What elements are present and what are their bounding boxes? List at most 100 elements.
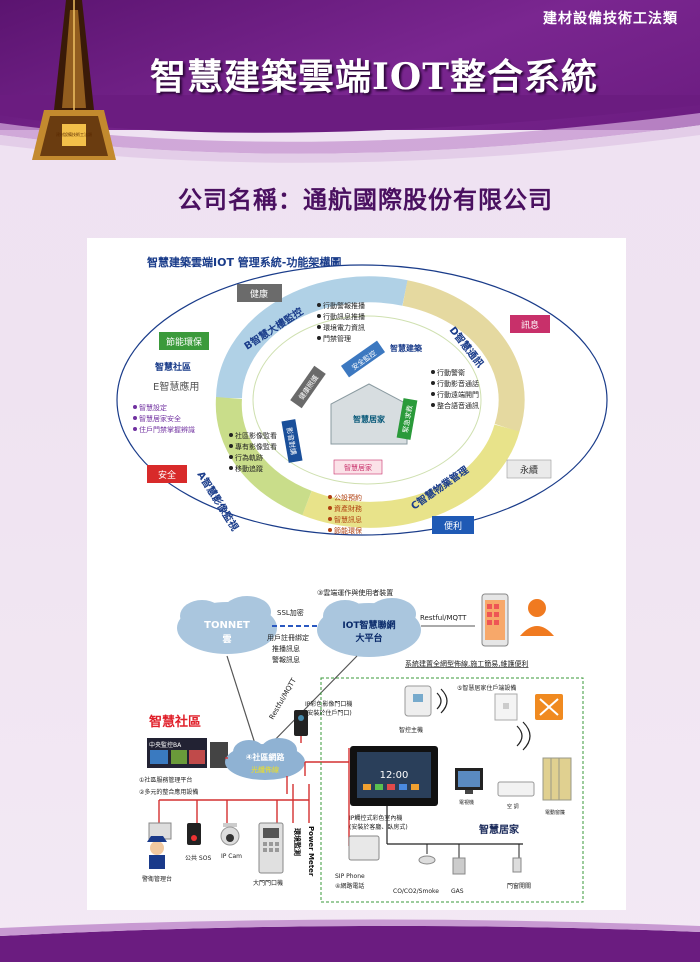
home-step-label: ⑤智慧居家住戶端設備 <box>457 684 516 692</box>
footer-swoosh <box>0 919 700 962</box>
curtain-icon <box>542 757 572 801</box>
server-icon <box>210 742 228 768</box>
trophy-icon: 建材設備技術工法類 <box>32 0 116 160</box>
architecture-diagrams: 智慧建築雲端IOT 管理系統-功能架構圖 B智慧大樓監控 D智慧通訊 A智慧影像… <box>116 255 608 903</box>
inner-tag-3 <box>396 398 418 440</box>
tag-health-label: 健康 <box>250 288 268 300</box>
tonnet-sub: 雲 <box>222 633 231 645</box>
power-meter-label: Power Meter <box>307 826 315 877</box>
a-bullet-3: 行為軌跡 <box>235 453 263 462</box>
inner-ring-label: 智慧建築 <box>390 343 423 353</box>
ip-video-door-unit <box>294 710 308 736</box>
monitor-clock: 12:00 <box>380 770 409 781</box>
restful-diag-label: Restful/MQTT <box>268 676 299 721</box>
curtain-label: 電動窗簾 <box>545 809 565 816</box>
c-bullet-3: 智慧訊息 <box>334 515 362 524</box>
door-sensor-icon <box>512 857 522 873</box>
ac-icon <box>497 781 535 797</box>
inner-tag-1 <box>340 340 386 378</box>
page-title: 智慧建築雲端IOT整合系統 <box>150 56 598 98</box>
tag-safety <box>147 465 187 483</box>
b-bullet-2: 行動訊息推播 <box>323 312 365 321</box>
ring-segment-a <box>215 397 312 516</box>
inner-tag-4 <box>281 419 303 463</box>
main-door-label: 大門門口機 <box>253 879 283 887</box>
tag-message-label: 訊息 <box>521 319 539 331</box>
b-bullet-4: 門禁管理 <box>323 334 351 343</box>
smart-home-heading: 智慧居家 <box>479 823 520 836</box>
phone-note: 系統建置全網型佈線,施工簡易,維護便利 <box>405 659 528 668</box>
diagram1-title: 智慧建築雲端IOT 管理系統-功能架構圖 <box>147 255 341 269</box>
c-bullet-4: 節能環保 <box>334 526 362 535</box>
cloud-service-2: 推播訊息 <box>272 644 300 653</box>
ipcam-label: IP Cam <box>221 853 242 860</box>
ssl-label: SSL加密 <box>277 608 304 617</box>
sos-icon <box>187 823 201 845</box>
left-bullet-1: 智慧設定 <box>139 403 167 412</box>
sip-phone-icon <box>348 835 380 861</box>
community-heading: 智慧社區 <box>149 714 201 730</box>
category-label: 建材設備技術工法類 <box>543 11 678 27</box>
ring-segment-b <box>216 276 408 399</box>
tonnet-link <box>226 655 258 751</box>
iot-sub: 大平台 <box>355 632 382 644</box>
guard-icon <box>147 836 167 869</box>
tag-energy-label: 節能環保 <box>166 336 202 348</box>
ac-label: 空 調 <box>507 803 519 810</box>
wifi-icon <box>436 692 442 710</box>
content-card: 智慧建築雲端IOT 管理系統-功能架構圖 B智慧大樓監控 D智慧通訊 A智慧影像… <box>87 238 626 910</box>
ip-video-sub: (安裝於住戶門口) <box>305 709 352 717</box>
ip-video-label: IP彩色影像門口機 <box>305 700 352 708</box>
house-label: 智慧居家 <box>353 414 386 424</box>
ring-segment-c <box>302 424 520 528</box>
multi-app-label: ②多元的整合應用設備 <box>139 788 198 796</box>
sip-label: SIP Phone <box>335 873 365 880</box>
tag-safety-label: 安全 <box>158 469 176 481</box>
company-name: 公司名稱：通航國際股份有限公司 <box>178 185 553 214</box>
community-net-cloud <box>225 738 305 780</box>
b-bullet-3: 環境電力資訊 <box>323 323 365 332</box>
left-bullets: 智慧設定 智慧居家安全 住戶門禁掌握辨識 <box>139 403 195 434</box>
inner-tag-5-label: 智慧居家 <box>344 463 372 472</box>
tonnet-label: TONNET <box>204 620 250 631</box>
door-switch-label: 門窗開關 <box>507 882 531 890</box>
tv-label: 電視機 <box>459 799 474 806</box>
iot-label: IOT智慧聯網 <box>342 619 395 631</box>
cloud-service-1: 用戶註冊綁定 <box>267 633 309 642</box>
sip-sub: ④網路電話 <box>335 882 364 890</box>
a-bullet-1: 社區影像監看 <box>235 431 277 440</box>
env-label: 環境監測 <box>293 828 302 856</box>
guard-label: 警衛管理台 <box>142 875 172 883</box>
smart-host-label: 智控主機 <box>399 726 423 734</box>
tag-convenience-label: 便利 <box>444 520 462 532</box>
b-bullet-1: 行動警報推播 <box>323 301 365 310</box>
indoor-label: IP觸控式彩色室內機 <box>349 814 402 822</box>
cloud-service-3: 警報訊息 <box>272 655 300 664</box>
iot-cloud <box>317 598 421 657</box>
user-icon <box>520 599 554 636</box>
community-net-label: ④社區網路 <box>246 752 286 762</box>
left-bullet-3: 住戶門禁掌握辨識 <box>139 425 195 434</box>
wifi-icon-2 <box>516 725 523 747</box>
gas-label: GAS <box>451 888 464 895</box>
ba-label: 中央監控BA <box>149 741 182 749</box>
mgmt-platform-label: ①社區服務管理平台 <box>139 776 192 784</box>
tag-energy <box>159 332 209 350</box>
c-bullet-1: 公設預約 <box>334 493 362 502</box>
smoke-detector-icon <box>418 855 436 865</box>
inner-tag-2 <box>290 365 326 409</box>
header-swoosh <box>0 95 700 163</box>
iot-link <box>264 655 358 751</box>
gas-sensor-icon <box>452 857 466 875</box>
d-bullet-3: 行動遠端開門 <box>437 390 479 399</box>
tag-message <box>510 315 550 333</box>
ring-segment-d <box>402 280 525 433</box>
left-heading2: E智慧應用 <box>153 380 199 393</box>
ip-cam-icon <box>220 823 240 846</box>
tonnet-cloud <box>177 596 277 654</box>
a-bullet-2: 專有影像監看 <box>235 442 277 451</box>
smart-home-area <box>320 677 584 903</box>
tag-forever <box>506 459 552 479</box>
restful-label: Restful/MQTT <box>420 614 467 622</box>
